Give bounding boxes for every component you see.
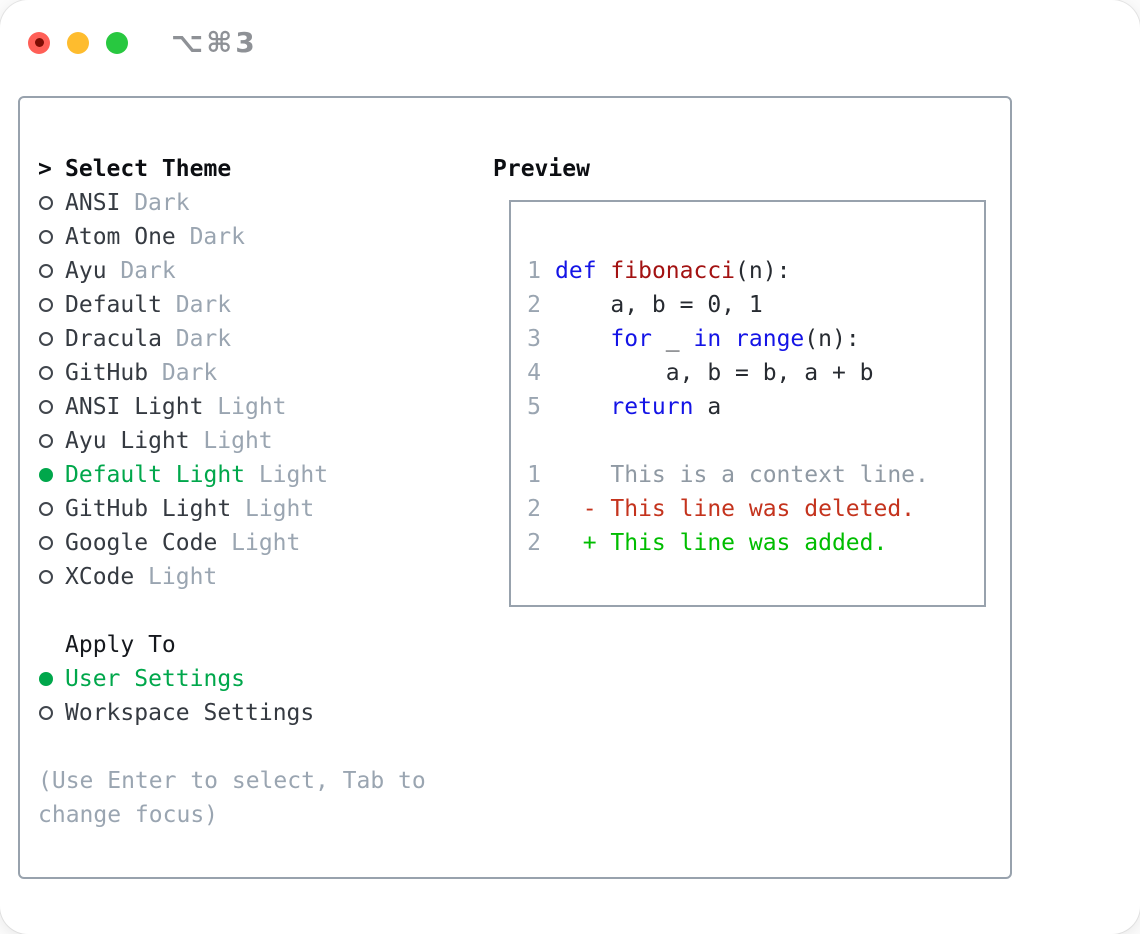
minimize-button[interactable] xyxy=(67,31,89,54)
theme-picker-panel: > Select Theme ANSI Dark Atom One Dark A… xyxy=(18,96,1012,879)
code-line: 5 return a xyxy=(527,390,984,424)
section-title: Select Theme xyxy=(65,156,232,182)
theme-option-github-light[interactable]: GitHub Light Light xyxy=(38,492,426,526)
help-text-line-1: (Use Enter to select, Tab to xyxy=(38,768,426,794)
theme-option-ayu-dark[interactable]: Ayu Dark xyxy=(38,254,426,288)
spacer xyxy=(38,594,426,628)
line-number: 2 xyxy=(527,496,541,522)
code-line: 3 for _ in range(n): xyxy=(527,322,984,356)
line-number: 5 xyxy=(527,394,541,420)
radio-icon xyxy=(39,502,53,516)
close-dot-icon xyxy=(34,38,44,47)
window-titlebar: ⌥⌘3 xyxy=(28,26,258,59)
radio-icon xyxy=(39,706,53,720)
diff-added-line: 2 + This line was added. xyxy=(527,526,984,560)
preview-title: Preview xyxy=(493,156,590,182)
code-line: 2 a, b = 0, 1 xyxy=(527,288,984,322)
radio-icon xyxy=(39,298,53,312)
radio-icon xyxy=(39,332,53,346)
apply-to-title: Apply To xyxy=(65,632,176,658)
radio-icon xyxy=(39,570,53,584)
apply-option-workspace-settings[interactable]: Workspace Settings xyxy=(38,696,426,730)
spacer xyxy=(38,730,426,764)
radio-icon xyxy=(39,400,53,414)
radio-icon xyxy=(39,196,53,210)
radio-selected-icon xyxy=(39,672,53,686)
theme-option-ayu-light[interactable]: Ayu Light Light xyxy=(38,424,426,458)
close-button[interactable] xyxy=(28,31,50,54)
radio-icon xyxy=(39,264,53,278)
theme-option-github-dark[interactable]: GitHub Dark xyxy=(38,356,426,390)
line-number: 2 xyxy=(527,530,541,556)
radio-icon xyxy=(39,366,53,380)
line-number: 3 xyxy=(527,326,541,352)
code-line: 1 def fibonacci(n): xyxy=(527,254,984,288)
apply-option-user-settings[interactable]: User Settings xyxy=(38,662,426,696)
theme-list-title: > Select Theme xyxy=(38,152,426,186)
line-number: 4 xyxy=(527,360,541,386)
theme-option-xcode[interactable]: XCode Light xyxy=(38,560,426,594)
line-number: 1 xyxy=(527,258,541,284)
focus-caret-icon: > xyxy=(38,156,52,182)
theme-option-google-code[interactable]: Google Code Light xyxy=(38,526,426,560)
radio-icon xyxy=(39,536,53,550)
help-text-line-2: change focus) xyxy=(38,802,219,828)
theme-option-default-light[interactable]: Default Light Light xyxy=(38,458,426,492)
radio-selected-icon xyxy=(39,468,53,482)
code-line: 4 a, b = b, a + b xyxy=(527,356,984,390)
theme-option-default-dark[interactable]: Default Dark xyxy=(38,288,426,322)
blank-line xyxy=(527,424,984,458)
line-number: 1 xyxy=(527,462,541,488)
line-number: 2 xyxy=(527,292,541,318)
zoom-button[interactable] xyxy=(106,31,128,54)
theme-option-ansi-light[interactable]: ANSI Light Light xyxy=(38,390,426,424)
preview-pane: 1 def fibonacci(n): 2 a, b = 0, 1 3 for … xyxy=(509,200,986,607)
radio-icon xyxy=(39,434,53,448)
radio-icon xyxy=(39,230,53,244)
theme-option-ansi-dark[interactable]: ANSI Dark xyxy=(38,186,426,220)
theme-option-atom-one-dark[interactable]: Atom One Dark xyxy=(38,220,426,254)
theme-option-dracula-dark[interactable]: Dracula Dark xyxy=(38,322,426,356)
theme-list: > Select Theme ANSI Dark Atom One Dark A… xyxy=(38,152,426,832)
diff-deleted-line: 2 - This line was deleted. xyxy=(527,492,984,526)
diff-context-line: 1 This is a context line. xyxy=(527,458,984,492)
window-hotkey-label: ⌥⌘3 xyxy=(171,26,258,59)
